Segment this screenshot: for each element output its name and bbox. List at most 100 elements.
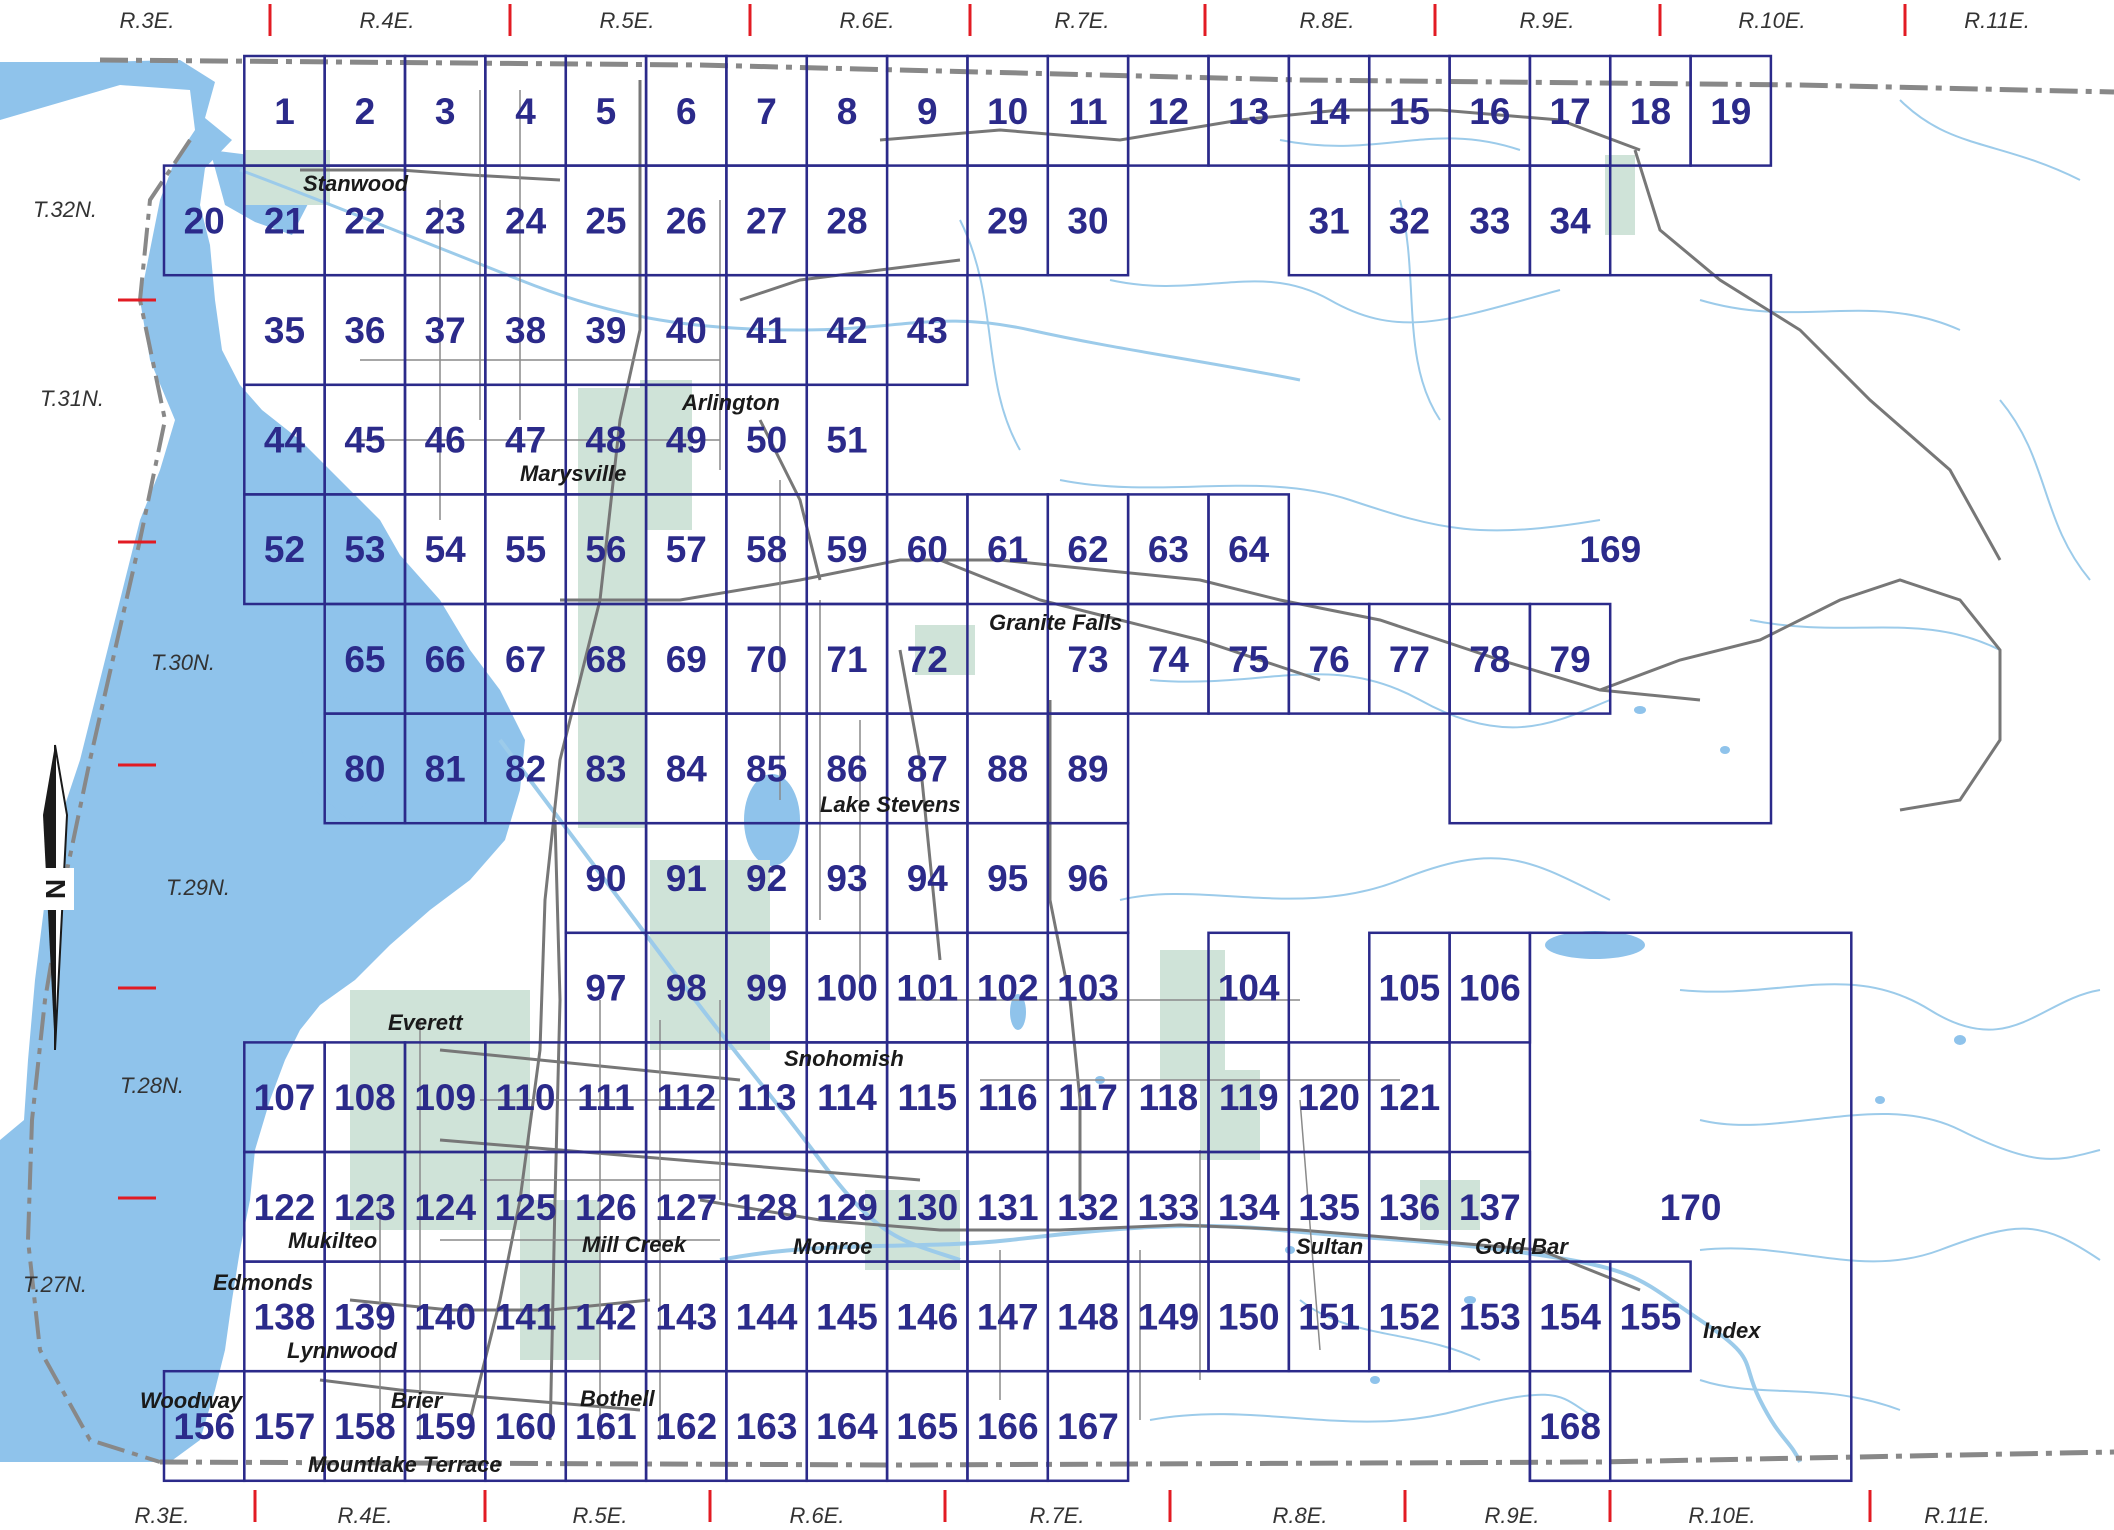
grid-cell-number[interactable]: 35 <box>264 310 305 351</box>
grid-cell-number[interactable]: 17 <box>1550 91 1591 132</box>
grid-cell-number[interactable]: 139 <box>334 1296 396 1337</box>
grid-cell-number[interactable]: 158 <box>334 1406 396 1447</box>
grid-cell-number[interactable]: 26 <box>666 200 707 241</box>
grid-cell-number[interactable]: 131 <box>977 1187 1039 1228</box>
grid-cell-number[interactable]: 91 <box>666 858 707 899</box>
grid-cell-number[interactable]: 115 <box>897 1077 957 1118</box>
grid-cell-number[interactable]: 53 <box>344 529 385 570</box>
grid-cell-number[interactable]: 70 <box>746 639 787 680</box>
grid-cell-number[interactable]: 64 <box>1228 529 1270 570</box>
grid-cell-number[interactable]: 3 <box>435 91 456 132</box>
grid-cell-number[interactable]: 76 <box>1309 639 1350 680</box>
grid-cell-number[interactable]: 93 <box>826 858 867 899</box>
grid-cell-number[interactable]: 108 <box>334 1077 396 1118</box>
grid-cell-number[interactable]: 126 <box>575 1187 637 1228</box>
grid-cell-number[interactable]: 151 <box>1298 1296 1360 1337</box>
grid-cell-number[interactable]: 142 <box>575 1296 637 1337</box>
grid-cell-number[interactable]: 71 <box>826 639 867 680</box>
grid-cell-number[interactable]: 144 <box>736 1296 798 1337</box>
grid-cell-number[interactable]: 18 <box>1630 91 1671 132</box>
grid-cell-number[interactable]: 138 <box>254 1296 316 1337</box>
grid-cell-number[interactable]: 72 <box>907 639 948 680</box>
grid-cell-number[interactable]: 113 <box>737 1077 797 1118</box>
grid-cell-number[interactable]: 55 <box>505 529 546 570</box>
grid-cell-number[interactable]: 136 <box>1379 1187 1441 1228</box>
grid-cell-number[interactable]: 154 <box>1539 1296 1601 1337</box>
grid-cell-number[interactable]: 160 <box>495 1406 557 1447</box>
grid-cell-number[interactable]: 157 <box>254 1406 316 1447</box>
grid-cell-number[interactable]: 8 <box>837 91 858 132</box>
grid-cell[interactable] <box>1689 54 1773 167</box>
grid-cell-number[interactable]: 132 <box>1057 1187 1119 1228</box>
grid-cell-number[interactable]: 16 <box>1469 91 1510 132</box>
grid-cell-large[interactable] <box>1448 273 1773 825</box>
grid-cell-number[interactable]: 165 <box>896 1406 958 1447</box>
grid-cell-number[interactable]: 116 <box>978 1077 1038 1118</box>
grid-cell-number[interactable]: 103 <box>1057 968 1119 1009</box>
grid-cell-number[interactable]: 49 <box>666 420 707 461</box>
grid-cell-number[interactable]: 43 <box>907 310 948 351</box>
grid-cell[interactable] <box>1609 1260 1692 1373</box>
grid-cell-number[interactable]: 96 <box>1067 858 1108 899</box>
grid-cell-number[interactable]: 52 <box>264 529 305 570</box>
grid-cell-number[interactable]: 128 <box>736 1187 798 1228</box>
grid-cell-large[interactable] <box>1528 931 1853 1483</box>
grid-cell-number[interactable]: 83 <box>585 748 626 789</box>
grid-cell-number[interactable]: 47 <box>505 420 546 461</box>
grid-cell-number-large[interactable]: 170 <box>1660 1187 1722 1228</box>
grid-cell-number[interactable]: 100 <box>816 968 878 1009</box>
grid-cell-number[interactable]: 13 <box>1228 91 1269 132</box>
grid-cell-number[interactable]: 4 <box>515 91 536 132</box>
grid-cell-number[interactable]: 110 <box>496 1077 556 1118</box>
grid-cell-number[interactable]: 34 <box>1550 200 1592 241</box>
grid-cell-number[interactable]: 41 <box>746 310 787 351</box>
grid-cell-number[interactable]: 79 <box>1550 639 1591 680</box>
grid-cell-number[interactable]: 164 <box>816 1406 878 1447</box>
grid-cell-number[interactable]: 78 <box>1469 639 1510 680</box>
grid-cell-number[interactable]: 82 <box>505 748 546 789</box>
grid-cell-number[interactable]: 135 <box>1298 1187 1360 1228</box>
grid-cell-number[interactable]: 29 <box>987 200 1028 241</box>
grid-cell-number[interactable]: 69 <box>666 639 707 680</box>
grid-cell-number[interactable]: 101 <box>896 968 958 1009</box>
grid-cell-number[interactable]: 68 <box>585 639 626 680</box>
grid-cell-number[interactable]: 109 <box>414 1077 476 1118</box>
grid-cell-number[interactable]: 62 <box>1067 529 1108 570</box>
grid-cell-number[interactable]: 6 <box>676 91 697 132</box>
grid-cell-number[interactable]: 129 <box>816 1187 878 1228</box>
grid-cell-number[interactable]: 130 <box>896 1187 958 1228</box>
grid-cell-number[interactable]: 1 <box>274 91 295 132</box>
grid-cell-number[interactable]: 159 <box>414 1406 476 1447</box>
grid-cell-number[interactable]: 50 <box>746 420 787 461</box>
grid-cell-number[interactable]: 119 <box>1219 1077 1279 1118</box>
grid-cell-number[interactable]: 90 <box>585 858 626 899</box>
grid-cell-number[interactable]: 67 <box>505 639 546 680</box>
grid-cell-number[interactable]: 92 <box>746 858 787 899</box>
grid-cell-number[interactable]: 42 <box>826 310 867 351</box>
grid-cell-number[interactable]: 152 <box>1379 1296 1441 1337</box>
grid-cell-number[interactable]: 146 <box>896 1296 958 1337</box>
grid-cell-number[interactable]: 120 <box>1298 1077 1360 1118</box>
grid-cell-number[interactable]: 36 <box>344 310 385 351</box>
grid-cell-number[interactable]: 137 <box>1459 1187 1521 1228</box>
grid-cell[interactable] <box>1528 602 1612 715</box>
grid-cell-number[interactable]: 94 <box>907 858 949 899</box>
grid-cell-number[interactable]: 166 <box>977 1406 1039 1447</box>
grid-cell-number[interactable]: 89 <box>1067 748 1108 789</box>
grid-cell-number[interactable]: 143 <box>655 1296 717 1337</box>
grid-cell-number[interactable]: 75 <box>1228 639 1269 680</box>
grid-cell-number[interactable]: 11 <box>1068 91 1107 132</box>
grid-cell-number[interactable]: 25 <box>585 200 626 241</box>
grid-cell-number[interactable]: 40 <box>666 310 707 351</box>
grid-cell-number[interactable]: 7 <box>756 91 777 132</box>
grid-cell-number[interactable]: 80 <box>344 748 385 789</box>
grid-cell-number[interactable]: 60 <box>907 529 948 570</box>
grid-cell-number[interactable]: 12 <box>1148 91 1189 132</box>
grid-cell-number[interactable]: 85 <box>746 748 787 789</box>
grid-cell-number[interactable]: 102 <box>977 968 1039 1009</box>
grid-cell-number[interactable]: 61 <box>987 529 1028 570</box>
grid-cell-number[interactable]: 104 <box>1218 968 1280 1009</box>
grid-cell-number[interactable]: 141 <box>495 1296 557 1337</box>
grid-cell-number[interactable]: 118 <box>1139 1077 1199 1118</box>
grid-cell-number[interactable]: 124 <box>414 1187 476 1228</box>
